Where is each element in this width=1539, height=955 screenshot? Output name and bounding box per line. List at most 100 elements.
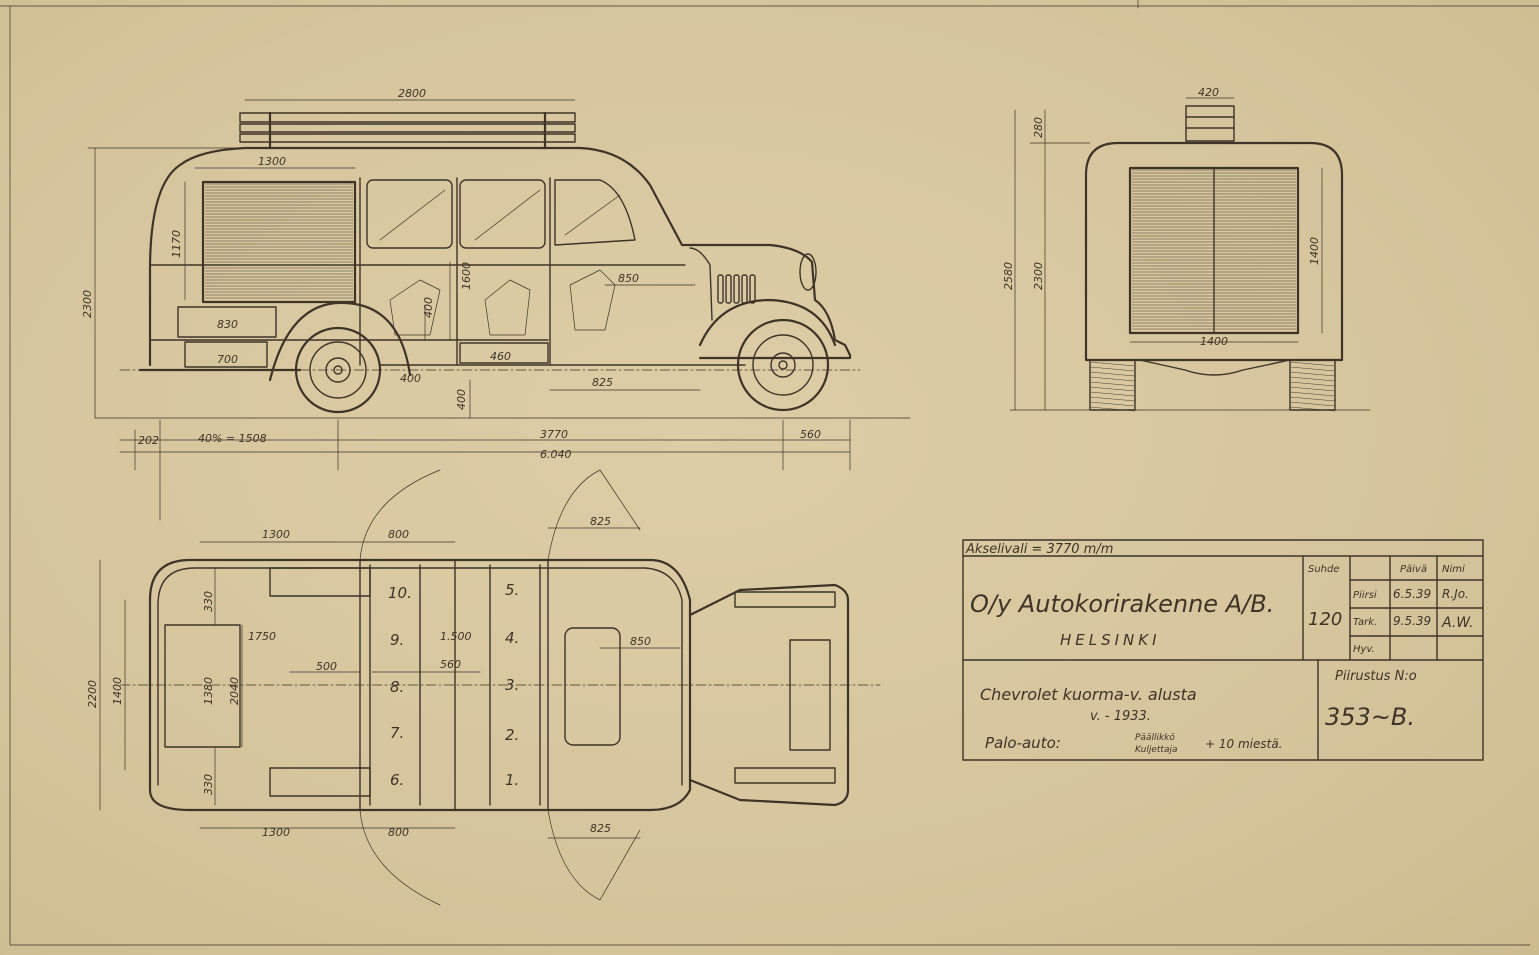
dim-box-lower: 700 xyxy=(217,353,238,366)
name-header: Nimi xyxy=(1442,564,1465,575)
window-2 xyxy=(459,179,546,249)
seat-4: 4. xyxy=(505,629,519,647)
row-drawn-name: R.Jo. xyxy=(1442,587,1469,601)
title-block: Akselivali = 3770 m/m O/y Autokorirakenn… xyxy=(962,539,1484,761)
roller-shutter xyxy=(201,180,357,304)
dim-top-front-door: 825 xyxy=(590,515,611,528)
drawing-number-label: Piirustus N:o xyxy=(1335,669,1417,684)
dim-rear-total: 2580 xyxy=(1002,262,1015,290)
seat-5: 5. xyxy=(505,581,519,599)
axle-spec: Akselivali = 3770 m/m xyxy=(965,542,1113,557)
dim-rear-door-width: 1400 xyxy=(1200,335,1228,348)
front-wheel xyxy=(736,318,830,412)
seat-1: 1. xyxy=(505,771,519,789)
dim-bench: 500 xyxy=(316,660,337,673)
seat-9: 9. xyxy=(390,631,404,649)
row-checked-date: 9.5.39 xyxy=(1393,614,1431,628)
dim-floor: 400 xyxy=(422,297,435,318)
hood-vents xyxy=(717,274,756,304)
rear-fender xyxy=(268,301,412,382)
body-outline xyxy=(148,146,852,367)
row-approved-label: Hyv. xyxy=(1353,644,1375,655)
dim-wheelbase: 3770 xyxy=(540,428,568,441)
chassis-year: v. - 1933. xyxy=(1090,709,1151,724)
row-checked-name: A.W. xyxy=(1441,615,1473,631)
dim-total-length: 6.040 xyxy=(540,448,572,461)
dim-aisle: 1.500 xyxy=(440,630,472,643)
dim-inner-width: 1380 xyxy=(202,677,215,705)
step-box xyxy=(459,342,549,364)
dim-ladder-width: 420 xyxy=(1198,86,1219,99)
top-hood xyxy=(688,583,850,807)
chassis-text: Chevrolet kuorma-v. alusta xyxy=(980,685,1197,704)
drawing-number: 353~B. xyxy=(1325,703,1415,731)
dim-bottom-door: 800 xyxy=(388,826,409,839)
side-dimensions: 2800 1300 1170 2300 1600 400 850 830 700… xyxy=(81,87,851,521)
top-dimensions: 1300 800 825 1300 800 825 2200 1400 330 … xyxy=(86,515,681,839)
fender-left xyxy=(734,591,836,608)
side-box-lower xyxy=(184,341,268,368)
dim-cab-axle: 825 xyxy=(592,376,613,389)
side-box-upper xyxy=(177,306,277,338)
fender-right xyxy=(734,767,836,784)
dim-sill: 400 xyxy=(400,372,421,385)
crew-additional: + 10 miestä. xyxy=(1205,737,1282,751)
company-city: HELSINKI xyxy=(1060,631,1161,649)
dim-box-upper: 830 xyxy=(217,318,238,331)
rear-view xyxy=(1009,105,1371,412)
dim-rear-formula: 40% = 1508 xyxy=(198,432,267,445)
top-view xyxy=(119,469,881,906)
top-side-box-2 xyxy=(269,767,371,797)
top-compartment xyxy=(164,624,241,748)
dim-inner-width2: 2040 xyxy=(228,677,241,705)
dim-front-overhang: 560 xyxy=(800,428,821,441)
row-drawn-date: 6.5.39 xyxy=(1393,587,1431,601)
vehicle-type: Palo-auto: xyxy=(985,734,1061,752)
dim-side-box-bottom: 330 xyxy=(202,774,215,795)
row-drawn-label: Piirsi xyxy=(1353,590,1377,601)
dim-roof-box: 1300 xyxy=(258,155,286,168)
dim-hood: 850 xyxy=(630,635,651,648)
dim-side-box-top: 330 xyxy=(202,591,215,612)
dim-rear-door-height: 1400 xyxy=(1308,237,1321,265)
rear-ladder xyxy=(1185,105,1235,142)
side-view xyxy=(94,111,911,419)
date-header: Päivä xyxy=(1400,564,1427,575)
seat-6: 6. xyxy=(390,771,404,789)
seat-7: 7. xyxy=(390,724,404,742)
window-3 xyxy=(554,179,636,246)
roof-ladder xyxy=(239,111,576,150)
dim-rear-body: 2300 xyxy=(1032,262,1045,290)
dim-total-height: 2300 xyxy=(81,290,94,318)
scale-value: 120 xyxy=(1308,609,1342,630)
dim-bottom-front-door: 825 xyxy=(590,822,611,835)
seat-10: 10. xyxy=(388,584,412,602)
top-side-box-1 xyxy=(269,567,371,597)
top-engine-cover xyxy=(564,627,621,746)
dim-width-outer: 2200 xyxy=(86,680,99,708)
seat-2: 2. xyxy=(505,726,519,744)
dim-inner-length: 1750 xyxy=(248,630,276,643)
top-body-outline xyxy=(148,558,692,812)
headlight xyxy=(799,253,817,291)
seat-3: 3. xyxy=(505,676,519,694)
scale-label: Suhde xyxy=(1308,564,1340,575)
dim-step: 460 xyxy=(490,350,511,363)
company-name: O/y Autokorirakenne A/B. xyxy=(970,590,1274,618)
dim-ground: 400 xyxy=(455,389,468,410)
front-fender xyxy=(698,298,837,347)
crew-chief: Päällikkö xyxy=(1135,733,1175,743)
rear-body xyxy=(1084,141,1344,362)
seat-8: 8. xyxy=(390,678,404,696)
row-checked-label: Tark. xyxy=(1353,617,1377,628)
dim-bottom-compartment: 1300 xyxy=(262,826,290,839)
dim-top-compartment: 1300 xyxy=(262,528,290,541)
dim-roof-rack: 2800 xyxy=(398,87,426,100)
dim-seat-height: 1600 xyxy=(460,262,473,290)
dim-top-door: 800 xyxy=(388,528,409,541)
dim-seat-width: 850 xyxy=(618,272,639,285)
rear-dimensions: 420 280 2580 2300 1400 1400 xyxy=(1002,86,1323,411)
